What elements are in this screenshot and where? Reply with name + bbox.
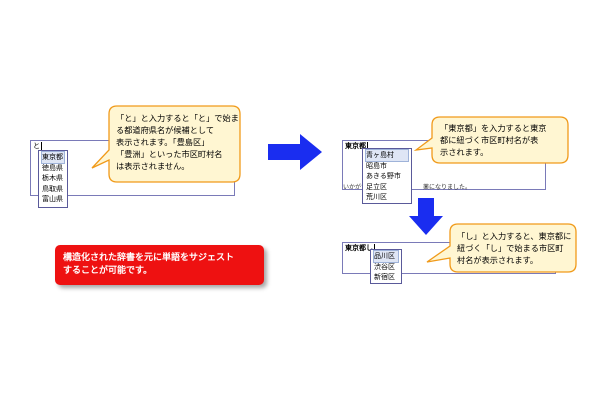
suggestion-list-1: 東京都 徳島県 栃木県 鳥取県 富山県	[38, 150, 68, 208]
down-arrow-icon	[409, 198, 443, 235]
suggestion-item[interactable]: 足立区	[366, 182, 387, 191]
suggestion-item[interactable]: 昭島市	[366, 161, 387, 170]
background-text: 薬になりました。	[423, 184, 472, 191]
suggestion-item[interactable]: 栃木県	[42, 174, 63, 182]
suggestion-item[interactable]: 品川区	[373, 250, 399, 263]
suggestion-list-2: 青ヶ島村 昭島市 あきる野市 足立区 荒川区	[362, 148, 412, 204]
suggestion-item[interactable]: あきる野市	[366, 172, 401, 180]
suggestion-item[interactable]: 東京都	[41, 151, 65, 164]
suggestion-item[interactable]: 徳島県	[42, 163, 63, 172]
summary-note: 構造化された辞書を元に単語をサジェスト することが可能です。	[55, 245, 264, 285]
suggestion-item[interactable]: 荒川区	[366, 193, 387, 201]
input-text-1: と	[33, 142, 40, 150]
input-text-2: 東京都	[345, 142, 366, 150]
suggestion-item[interactable]: 鳥取県	[42, 184, 63, 193]
input-text-3: 東京都し	[345, 244, 373, 252]
suggestion-list-3: 品川区 渋谷区 新宿区	[370, 249, 402, 284]
suggestion-item[interactable]: 新宿区	[374, 273, 395, 281]
suggestion-item[interactable]: 青ヶ島村	[365, 149, 409, 162]
suggestion-item[interactable]: 渋谷区	[374, 262, 395, 271]
right-arrow-icon	[268, 134, 322, 170]
suggestion-item[interactable]: 富山県	[42, 195, 63, 203]
callout-text-1: 「と」と入力すると「と」で始ま る都道府県名が候補として 表示されます。「豊島区…	[116, 113, 239, 171]
callout-text-3: 「し」と入力すると、東京都に 紐づく「し」で始まる市区町 村名が表示されます。	[457, 231, 572, 265]
callout-text-2: 「東京都」を入力すると東京 都に紐づく市区町村名が表 示されます。	[440, 123, 547, 157]
background-text: いかがで	[343, 184, 368, 191]
summary-note-text: 構造化された辞書を元に単語をサジェスト することが可能です。	[63, 253, 235, 276]
